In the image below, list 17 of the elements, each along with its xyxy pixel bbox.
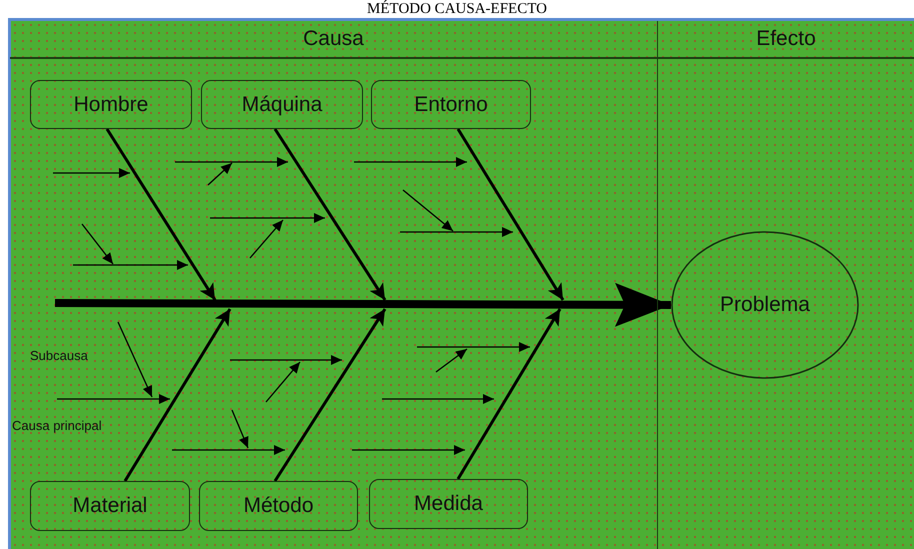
annotation-label: Subcausa xyxy=(30,348,88,363)
column-heading: Causa xyxy=(10,21,657,59)
diagram-title: MÉTODO CAUSA-EFECTO xyxy=(366,0,548,18)
column-heading: Efecto xyxy=(658,21,914,59)
category-box: Método xyxy=(199,481,358,531)
category-box: Entorno xyxy=(371,80,531,129)
main-cause-arrow xyxy=(106,128,216,301)
annotation-label: Causa principal xyxy=(12,418,102,433)
spine-arrow xyxy=(54,282,672,327)
category-box: Hombre xyxy=(30,80,192,129)
problem-label: Problema xyxy=(720,293,810,317)
problem-ellipse xyxy=(671,231,859,379)
category-box: Material xyxy=(30,481,190,531)
diagram-column xyxy=(657,21,914,549)
category-box: Máquina xyxy=(201,80,363,129)
main-cause-arrow xyxy=(274,308,386,482)
category-box: Medida xyxy=(369,479,528,529)
